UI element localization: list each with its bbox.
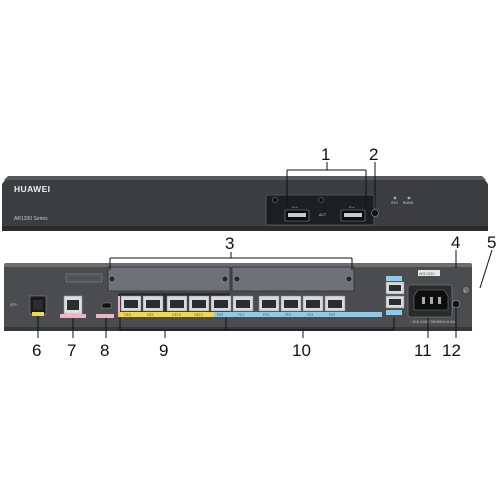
front-panel: HUAWEI AR1200 Series ⭠⭢ ACT ⭠⭢ SYS RUNS bbox=[2, 176, 488, 231]
sic-slot-2[interactable] bbox=[231, 266, 355, 292]
callout-lines-rear-top bbox=[109, 249, 493, 289]
callout-1: 1 bbox=[321, 145, 330, 164]
power-switch[interactable] bbox=[451, 299, 461, 309]
callout-7: 7 bbox=[67, 341, 76, 360]
usb-icon: ⭠⭢ bbox=[349, 205, 355, 209]
screw-icon bbox=[345, 275, 353, 283]
act-label: ACT bbox=[319, 213, 327, 217]
screw-icon bbox=[108, 275, 116, 283]
ground-icon: ⏚ bbox=[463, 288, 467, 293]
ge-label: GE10 bbox=[172, 313, 181, 317]
fe-label: FE2 bbox=[263, 313, 269, 317]
series-label: AR1200 Series bbox=[14, 216, 48, 222]
fe-label: FE5 bbox=[329, 313, 335, 317]
fe-label: FE3 bbox=[285, 313, 291, 317]
sfp-label: SFP bbox=[10, 303, 17, 307]
usb-icon: ⭠⭢ bbox=[292, 205, 298, 209]
screw-icon bbox=[272, 197, 278, 203]
fe-port-group: FE0 FE1 FE2 FE3 FE4 FE5 bbox=[214, 295, 382, 317]
callout-9: 9 bbox=[159, 341, 168, 360]
ge-label: GE1 bbox=[147, 313, 154, 317]
screw-icon bbox=[318, 197, 324, 203]
run-led bbox=[407, 196, 411, 200]
rear-panel: SFP bbox=[4, 263, 472, 331]
ge-port-group: GE0 GE1 GE10 GE11 bbox=[118, 293, 232, 317]
power-rating-label: ~100-240V;50/60Hz;0.6A bbox=[409, 320, 456, 324]
callout-3: 3 bbox=[225, 234, 234, 253]
callout-10: 10 bbox=[292, 341, 311, 360]
model-label: AR1220C bbox=[419, 272, 435, 276]
fe-label: FE1 bbox=[238, 313, 244, 317]
fe-label: FE4 bbox=[307, 313, 313, 317]
ground-screw bbox=[461, 285, 471, 295]
reset-button[interactable] bbox=[371, 209, 379, 217]
screw-icon bbox=[233, 275, 241, 283]
callout-5: 5 bbox=[487, 233, 496, 252]
callout-lines-front bbox=[286, 162, 376, 208]
ge-label: GE0 bbox=[124, 313, 131, 317]
callout-6: 6 bbox=[32, 341, 41, 360]
callout-11: 11 bbox=[414, 341, 432, 360]
screw-icon bbox=[221, 275, 229, 283]
callout-2: 2 bbox=[369, 145, 378, 164]
ge-label: GE11 bbox=[194, 313, 203, 317]
sys-led bbox=[393, 196, 397, 200]
callout-12: 12 bbox=[442, 341, 461, 360]
sys-label: SYS bbox=[391, 201, 398, 205]
run-label: RUNS bbox=[403, 201, 414, 205]
sic-slot-1[interactable] bbox=[107, 266, 231, 292]
brand-logo-text: HUAWEI bbox=[14, 184, 50, 194]
callout-4: 4 bbox=[451, 233, 460, 252]
callout-lines-rear-bottom bbox=[37, 308, 457, 338]
callout-8: 8 bbox=[100, 341, 109, 360]
fe-label: FE0 bbox=[217, 313, 223, 317]
mini-usb-port[interactable] bbox=[101, 302, 112, 309]
